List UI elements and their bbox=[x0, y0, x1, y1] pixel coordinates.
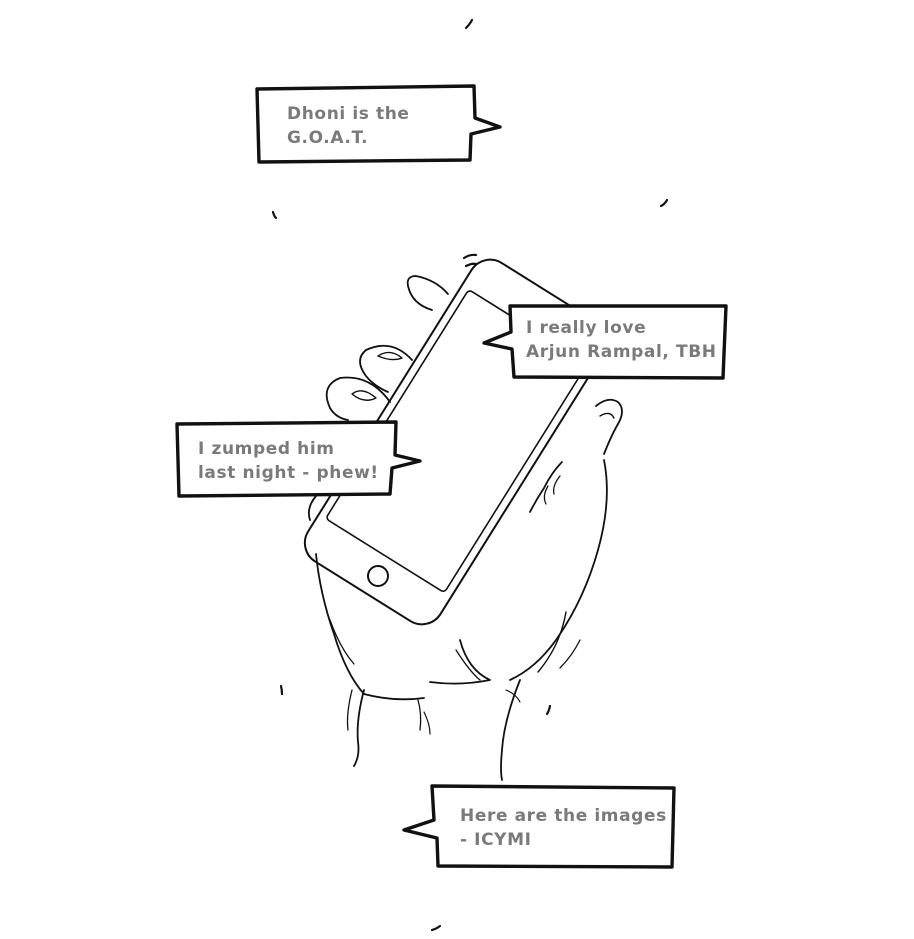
bubble-zumped: I zumped him last night - phew! bbox=[198, 437, 379, 485]
bubble-images-line-1: Here are the images bbox=[460, 806, 667, 826]
bubble-dhoni-line-1: Dhoni is the bbox=[287, 104, 410, 124]
bubble-dhoni-line-2: G.O.A.T. bbox=[287, 128, 369, 148]
bubble-zumped-outline bbox=[175, 420, 422, 498]
bubble-dhoni: Dhoni is the G.O.A.T. bbox=[287, 102, 410, 150]
bubble-outlines bbox=[175, 84, 728, 869]
bubble-arjun-line-1: I really love bbox=[526, 318, 647, 338]
bubble-images-line-2: - ICYMI bbox=[460, 830, 532, 850]
bubble-arjun-line-2: Arjun Rampal, TBH bbox=[526, 342, 717, 362]
hand bbox=[307, 275, 623, 781]
home-button-icon bbox=[367, 565, 389, 587]
bubble-zumped-line-2: last night - phew! bbox=[198, 463, 379, 483]
bubble-images-outline bbox=[402, 784, 676, 869]
bubble-images: Here are the images - ICYMI bbox=[460, 804, 667, 852]
stray-marks bbox=[271, 18, 669, 932]
bubble-arjun-outline bbox=[482, 304, 728, 380]
bubble-zumped-line-1: I zumped him bbox=[198, 439, 335, 459]
bubble-dhoni-outline bbox=[255, 84, 502, 164]
bubble-arjun: I really love Arjun Rampal, TBH bbox=[526, 316, 717, 364]
